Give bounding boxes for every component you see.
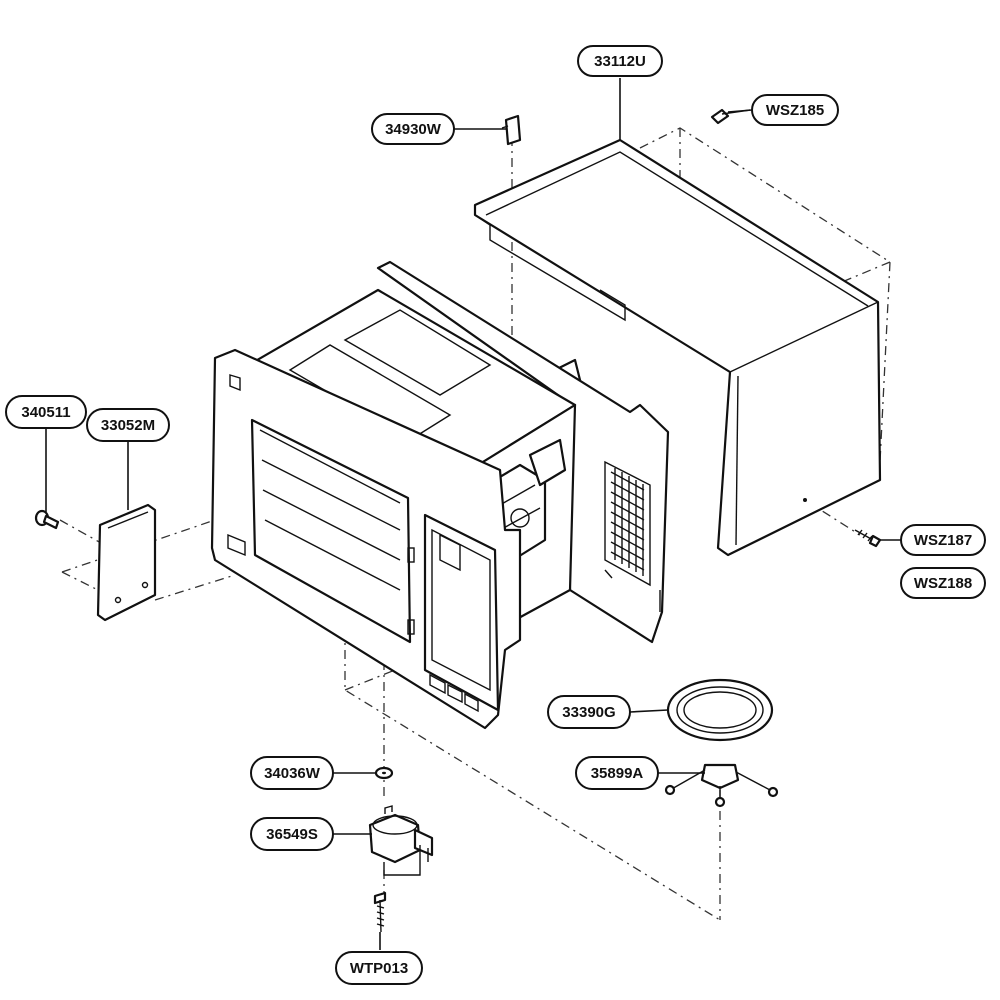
leader-lines xyxy=(45,78,901,950)
callout-label: 33390G xyxy=(562,704,615,721)
callout-label: 33112U xyxy=(594,53,646,70)
screw-340511 xyxy=(34,509,60,530)
callout-36549s: 36549S xyxy=(250,817,334,851)
callout-label: WSZ188 xyxy=(914,575,972,592)
callout-wtp013: WTP013 xyxy=(335,951,423,985)
turntable-motor xyxy=(368,805,434,876)
screw-wtp013 xyxy=(373,891,387,933)
callout-35899a: 35899A xyxy=(575,756,659,790)
roller-ring-support xyxy=(664,763,779,808)
callout-label: WTP013 xyxy=(350,960,408,977)
callout-wsz188: WSZ188 xyxy=(900,567,986,599)
door-switch-part xyxy=(501,114,522,146)
callout-label: 36549S xyxy=(266,826,318,843)
callout-label: 35899A xyxy=(591,765,644,782)
callout-label: 340511 xyxy=(21,404,70,421)
callout-wsz185: WSZ185 xyxy=(751,94,839,126)
callout-label: 33052M xyxy=(101,417,155,434)
cover-plate-33052m xyxy=(96,503,157,622)
callout-33112u: 33112U xyxy=(577,45,663,77)
outer-case-cabinet xyxy=(473,138,882,557)
front-frame xyxy=(210,348,522,730)
callout-340511: 340511 xyxy=(5,395,87,429)
callout-34930w: 34930W xyxy=(371,113,455,145)
case-screw-hole xyxy=(803,498,807,502)
washer-34036w xyxy=(374,766,394,780)
callout-label: 34930W xyxy=(385,121,442,138)
callout-wsz187: WSZ187 xyxy=(900,524,986,556)
callout-label: WSZ187 xyxy=(914,532,972,549)
callout-34036w: 34036W xyxy=(250,756,334,790)
vent-grille xyxy=(604,460,651,587)
callout-label: WSZ185 xyxy=(766,102,824,119)
callout-33052m: 33052M xyxy=(86,408,170,442)
screw-wsz187 xyxy=(854,529,882,548)
callout-label: 34036W xyxy=(264,765,321,782)
callout-33390g: 33390G xyxy=(547,695,631,729)
turntable-glass-tray xyxy=(666,678,774,742)
